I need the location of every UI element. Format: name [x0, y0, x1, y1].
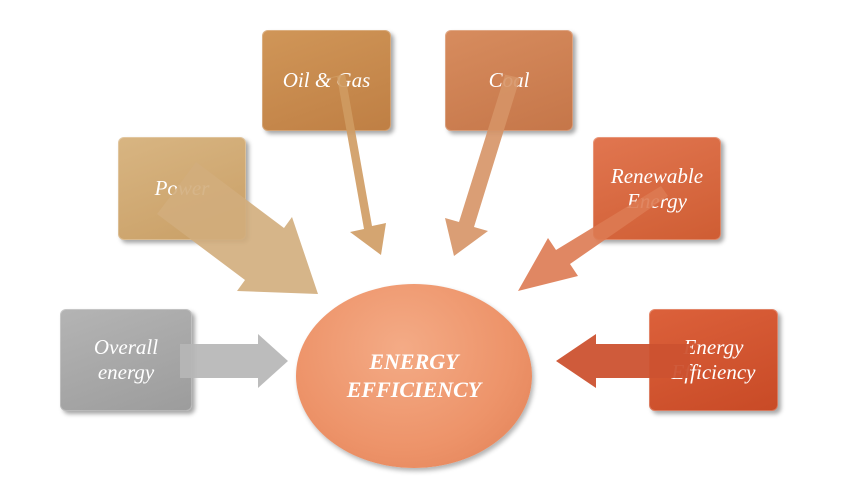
arrow-efficiency-to-center — [556, 334, 690, 388]
center-label-line1: ENERGY — [369, 349, 459, 374]
center-energy-efficiency: ENERGY EFFICIENCY — [296, 284, 532, 468]
arrow-renewable-to-center — [518, 176, 668, 291]
node-label: Renewable — [610, 163, 704, 188]
arrow-coal-to-center — [445, 72, 520, 256]
arrow-oilgas-to-center — [319, 74, 386, 255]
node-overall-energy: Overall energy — [60, 309, 192, 411]
node-coal: Coal — [445, 30, 573, 131]
node-label: Overall — [93, 335, 159, 359]
arrow-power-to-center — [157, 162, 318, 294]
node-label: Oil & Gas — [282, 68, 371, 92]
node-label: Energy — [683, 335, 744, 359]
center-label-line2: EFFICIENCY — [346, 377, 482, 402]
node-label: energy — [97, 360, 155, 384]
node-oil-gas: Oil & Gas — [262, 30, 391, 131]
arrow-overall-to-center — [180, 334, 288, 388]
